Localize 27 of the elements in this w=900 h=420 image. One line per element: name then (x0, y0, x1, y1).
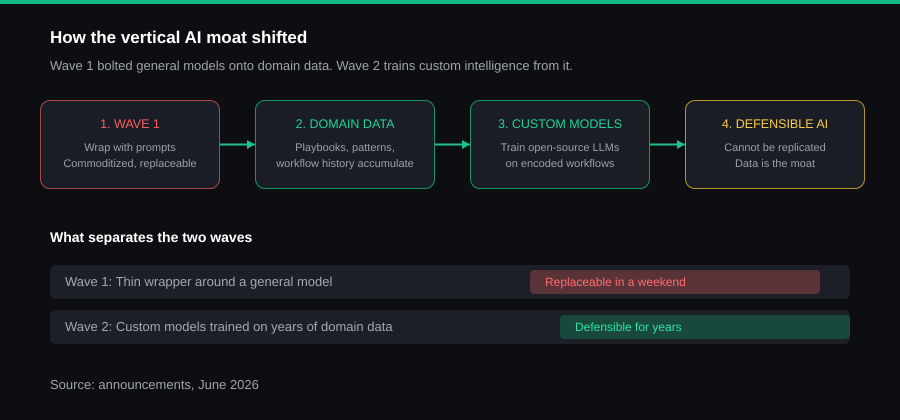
arrow (220, 140, 255, 149)
verdict-bar: Replaceable in a weekend (530, 270, 820, 294)
process-box (255, 100, 435, 189)
row-label: Wave 2: Custom models trained on years of domain data (65, 318, 393, 336)
title: How the vertical AI moat shifted (50, 27, 308, 49)
step-title: 1. WAVE 1 (100, 116, 160, 132)
step-description: Commoditized, replaceable (62, 157, 198, 172)
arrow (435, 140, 470, 149)
process-box (40, 100, 220, 189)
step-description: Wrap with prompts (83, 141, 177, 156)
step-title: 2. DOMAIN DATA (296, 116, 394, 132)
source-note: Source: announcements, June 2026 (50, 376, 259, 393)
step-description: Data is the moat (734, 157, 816, 172)
section-heading: What separates the two waves (50, 228, 252, 246)
verdict-bar: Defensible for years (560, 315, 850, 339)
row-label: Wave 1: Thin wrapper around a general model (65, 273, 332, 291)
step-description: Train open-source LLMs on encoded workflows (500, 141, 620, 172)
arrow (650, 140, 685, 149)
process-box (685, 100, 865, 189)
step-title: 3. CUSTOM MODELS (498, 116, 622, 132)
process-box (470, 100, 650, 189)
step-title: 4. DEFENSIBLE AI (722, 116, 828, 132)
subtitle: Wave 1 bolted general models onto domain data. Wave 2 trains custom intelligence from it. (50, 57, 573, 74)
comparison-row (50, 310, 850, 344)
step-description: Playbooks, patterns, workflow history accumulate (275, 141, 415, 172)
comparison-row (50, 265, 850, 299)
step-description: Cannot be replicated (723, 141, 827, 156)
